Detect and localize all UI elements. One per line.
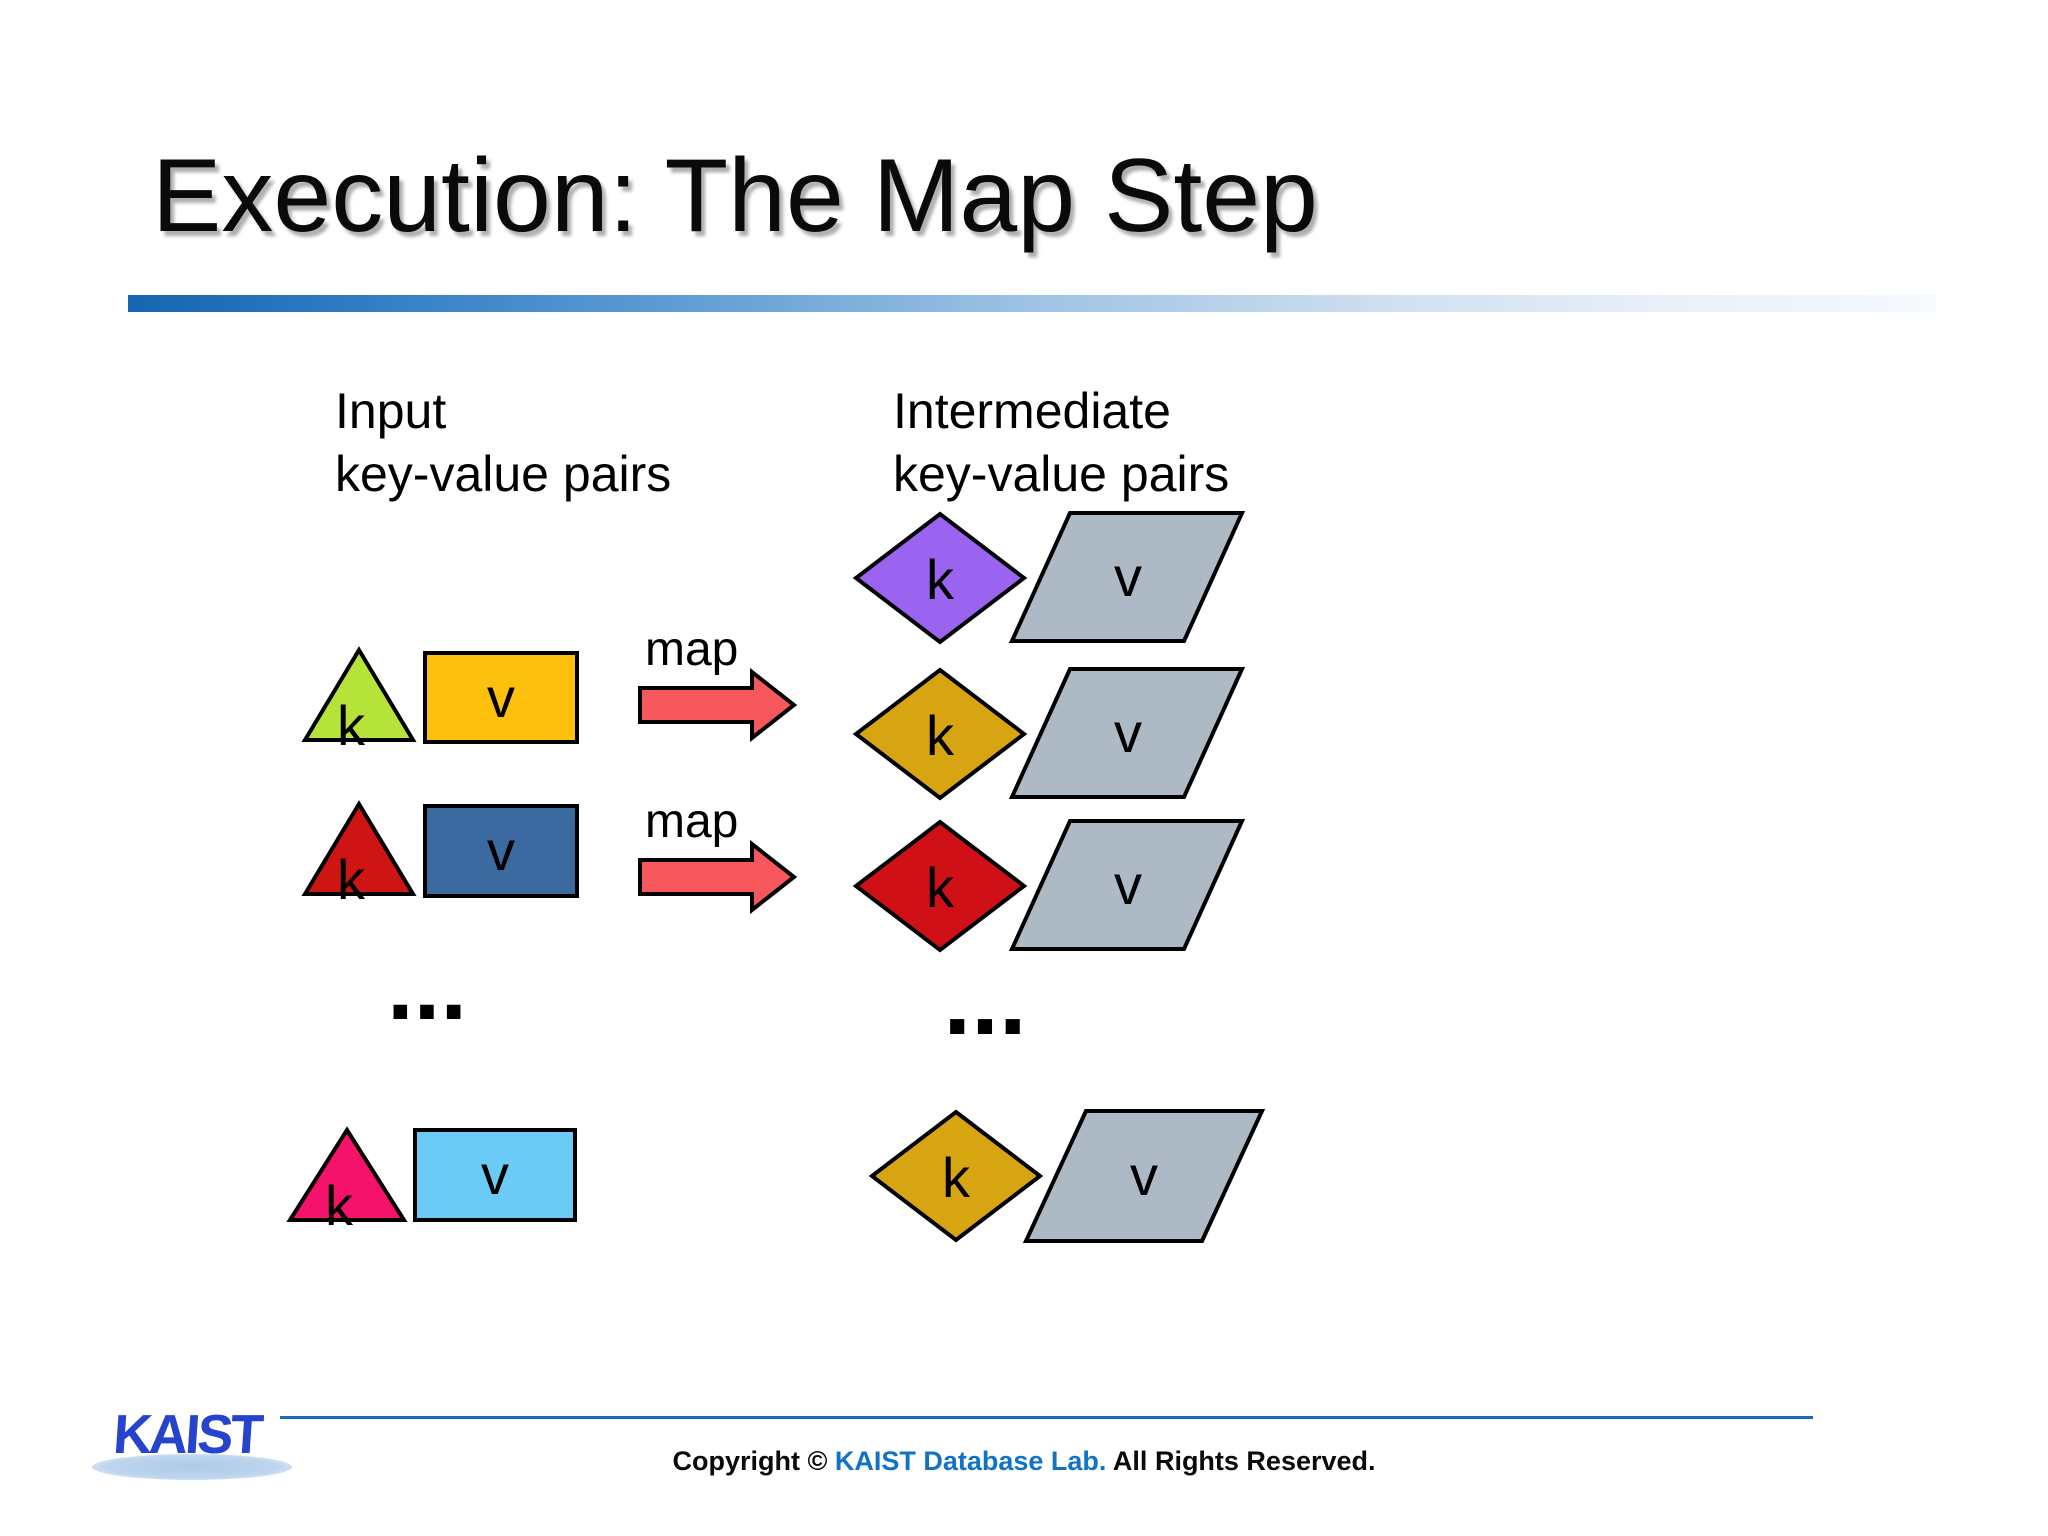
kaist-logo: KAIST xyxy=(111,1403,263,1465)
intermediate-ellipsis: ... xyxy=(943,944,1027,1056)
intermediate-key-label: k xyxy=(942,1146,970,1209)
input-value-rect xyxy=(413,1128,577,1222)
kaist-logo-shadow xyxy=(92,1454,292,1480)
input-value-rect xyxy=(423,651,579,744)
input-ellipsis: ... xyxy=(386,933,467,1040)
intermediate-key-diamond xyxy=(852,667,1028,801)
intermediate-value-label: v xyxy=(1114,545,1142,608)
intermediate-value-label: v xyxy=(1130,1144,1158,1207)
map-arrow-icon xyxy=(638,839,798,915)
copyright-lab-link: KAIST Database Lab. xyxy=(834,1446,1107,1476)
intermediate-value-parallelogram xyxy=(1008,511,1246,643)
input-value-rect xyxy=(423,804,579,898)
intermediate-key-label: k xyxy=(926,548,954,611)
input-key-label: k xyxy=(325,1174,353,1237)
input-value-label: v xyxy=(487,665,515,729)
input-key-triangle xyxy=(301,800,417,896)
copyright-text: Copyright © KAIST Database Lab. All Righ… xyxy=(0,1446,2048,1477)
intermediate-value-label: v xyxy=(1114,853,1142,916)
intermediate-value-label: v xyxy=(1114,701,1142,764)
input-key-triangle xyxy=(301,646,417,742)
intermediate-value-parallelogram xyxy=(1008,819,1246,951)
copyright-prefix: Copyright © xyxy=(672,1446,835,1476)
input-value-label: v xyxy=(487,819,515,882)
map-arrow-label: map xyxy=(645,795,739,848)
intermediate-key-diamond xyxy=(852,511,1028,645)
copyright-suffix: All Rights Reserved. xyxy=(1106,1446,1376,1476)
intermediate-key-diamond xyxy=(868,1109,1044,1243)
input-key-triangle xyxy=(286,1126,408,1222)
map-arrow-label: map xyxy=(645,623,739,676)
intermediate-column-heading: Intermediate key-value pairs xyxy=(893,383,1230,502)
intermediate-key-label: k xyxy=(926,856,954,919)
map-arrow-icon xyxy=(638,667,798,743)
footer-divider-line xyxy=(280,1416,1813,1419)
title-divider-bar xyxy=(128,295,1936,312)
input-key-label: k xyxy=(337,848,365,911)
intermediate-value-parallelogram xyxy=(1022,1109,1266,1243)
intermediate-value-parallelogram xyxy=(1008,667,1246,799)
page-title: Execution: The Map Step xyxy=(152,138,1318,254)
intermediate-key-diamond xyxy=(852,819,1028,953)
input-column-heading: Input key-value pairs xyxy=(335,383,672,502)
input-value-label: v xyxy=(481,1143,509,1206)
input-key-label: k xyxy=(337,694,365,757)
intermediate-key-label: k xyxy=(926,704,954,767)
